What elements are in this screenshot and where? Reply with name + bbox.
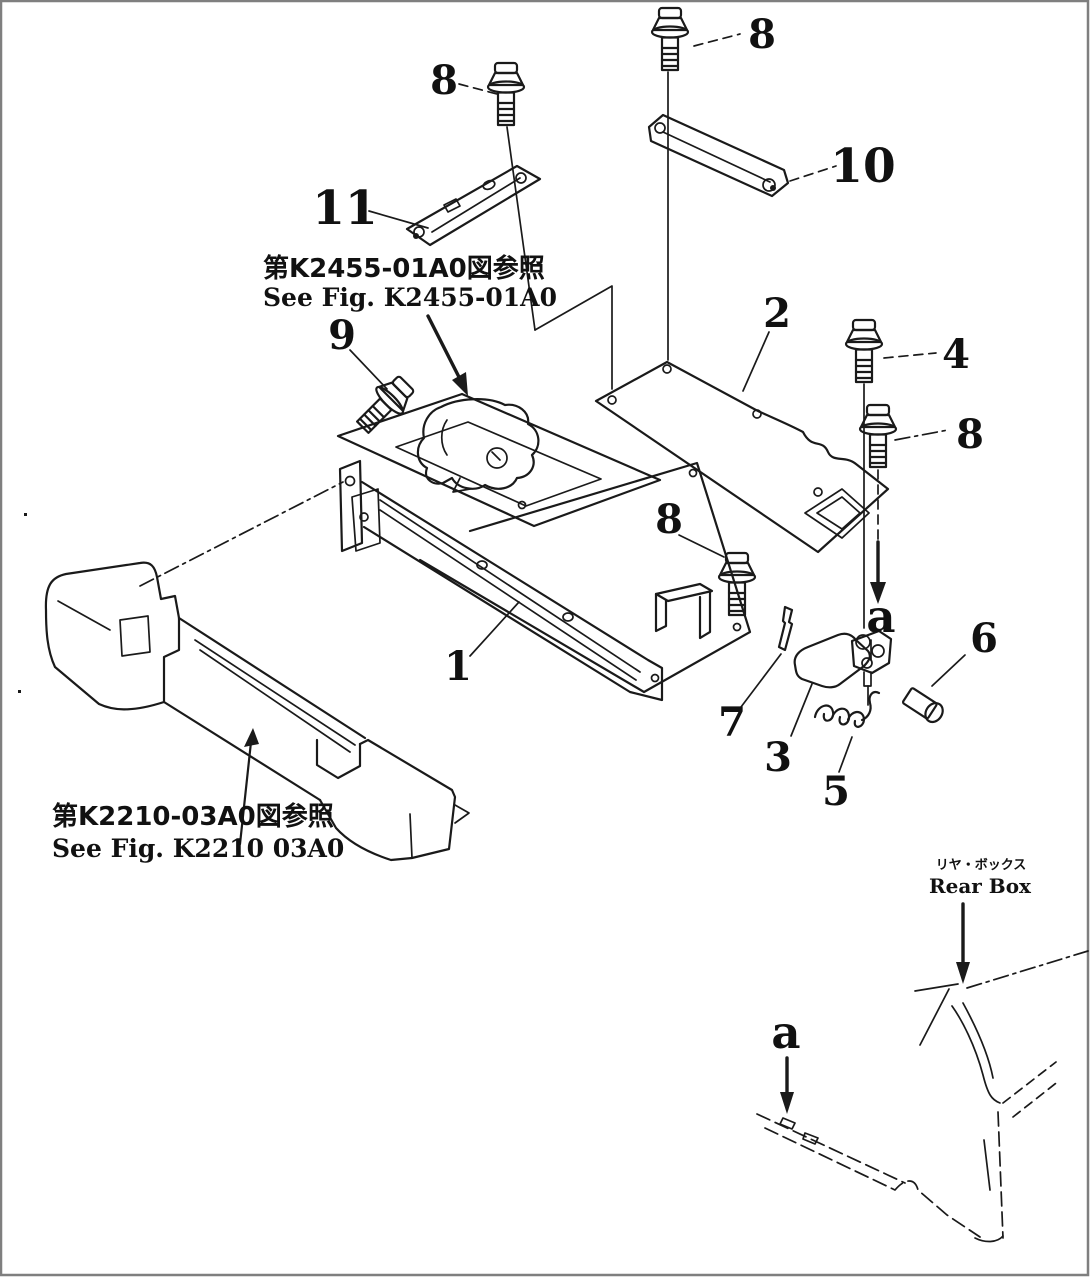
rear-box-label-jp: リヤ・ボックス: [936, 857, 1027, 873]
pin-7: [777, 605, 794, 652]
cover-3: [793, 632, 871, 689]
callout-5: 5: [822, 768, 850, 815]
machine-body: [44, 561, 470, 862]
bolt-4-icon: [844, 318, 884, 384]
see-fig-top-jp: 第K2455-01A0図参照: [263, 253, 545, 284]
callout-6: 6: [970, 615, 998, 662]
rear-box-label-en: Rear Box: [929, 874, 1032, 898]
bolt-8-right-icon: [858, 403, 898, 469]
see-fig-bottom-jp: 第K2210-03A0図参照: [52, 801, 334, 832]
bolt-8-top-left-icon: [486, 61, 526, 127]
callout-8-top-left: 8: [430, 57, 458, 104]
see-fig-bottom-en: See Fig. K2210 03A0: [52, 834, 344, 863]
callout-4: 4: [942, 331, 970, 378]
callout-1: 1: [444, 643, 472, 690]
arrow-rear-box: [956, 902, 970, 984]
bolt-centerlines: [506, 71, 879, 629]
latch-body: [850, 629, 893, 706]
view-letter-a-bottom: a: [771, 1006, 800, 1059]
plate-1: [338, 459, 752, 702]
callout-9: 9: [328, 312, 356, 359]
view-letter-a-middle: a: [866, 590, 895, 643]
latch-plate: [336, 392, 662, 528]
callout-10: 10: [830, 139, 895, 194]
scan-dot: [18, 690, 21, 693]
alignment-line: [139, 481, 344, 587]
pin-6: [901, 687, 944, 724]
callout-8-right: 8: [956, 411, 984, 458]
spring-5: [813, 691, 881, 728]
callout-3: 3: [764, 734, 792, 781]
plate-2: [594, 360, 890, 554]
leader-lines: [349, 33, 966, 773]
callout-8-top-right: 8: [748, 11, 776, 58]
arrow-see-fig-top: [426, 314, 468, 396]
callout-2: 2: [763, 290, 791, 337]
rear-box-outline: [756, 950, 1089, 1243]
callout-7: 7: [718, 699, 746, 746]
see-fig-top-en: See Fig. K2455-01A0: [263, 283, 557, 312]
bracket-11: [405, 164, 542, 247]
cutaway-line: [534, 285, 613, 390]
callout-8-middle: 8: [655, 496, 683, 543]
callout-11: 11: [312, 181, 377, 236]
arrow-a-middle: [870, 540, 886, 604]
arrow-body-ref: [238, 728, 259, 846]
clip-bracket: [654, 582, 714, 640]
bolt-8-top-right-icon: [650, 6, 690, 72]
bolt-8-middle-icon: [717, 551, 757, 617]
scan-dot: [24, 513, 27, 516]
arrow-a-bottom: [780, 1056, 794, 1114]
bracket-10: [647, 113, 790, 198]
